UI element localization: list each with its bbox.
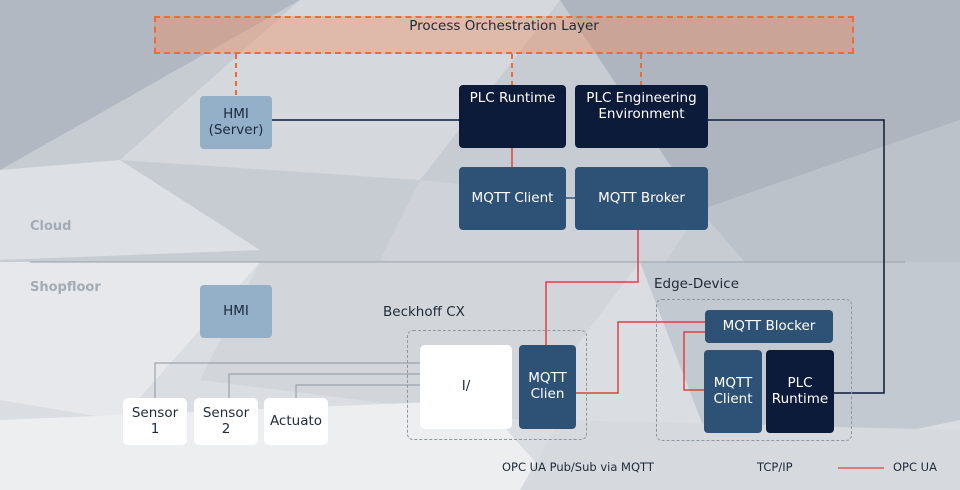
io-module-node[interactable]: I/: [420, 345, 512, 429]
zone-label-cloud: Cloud: [30, 219, 72, 234]
legend-opc-ua: OPC UA: [893, 460, 937, 474]
mqtt-broker-node[interactable]: MQTT Broker: [575, 167, 708, 230]
beckhoff-cx-label: Beckhoff CX: [383, 304, 465, 320]
zone-label-shopfloor: Shopfloor: [30, 280, 101, 295]
hmi-node[interactable]: HMI: [200, 285, 272, 338]
sensor-1-node[interactable]: Sensor 1: [123, 398, 187, 445]
plc-engineering-environment-node[interactable]: PLC Engineering Environment: [575, 85, 708, 148]
process-orchestration-title: Process Orchestration Layer: [409, 18, 599, 34]
edge-plc-runtime-node[interactable]: PLC Runtime: [766, 350, 834, 433]
beckhoff-mqtt-client-node[interactable]: MQTT Clien: [519, 345, 576, 429]
mqtt-blocker-node[interactable]: MQTT Blocker: [705, 310, 833, 343]
legend-tcp-ip: TCP/IP: [757, 460, 793, 474]
edge-device-label: Edge-Device: [654, 276, 740, 292]
actuator-node[interactable]: Actuato: [264, 398, 328, 445]
cloud-mqtt-client-node[interactable]: MQTT Client: [459, 167, 566, 230]
edge-mqtt-client-node[interactable]: MQTT Client: [704, 350, 762, 433]
edge-device-container: [656, 299, 852, 441]
hmi-server-node[interactable]: HMI (Server): [200, 96, 272, 149]
process-orchestration-layer: [154, 16, 854, 54]
plc-runtime-node[interactable]: PLC Runtime: [459, 85, 566, 148]
sensor-2-node[interactable]: Sensor 2: [194, 398, 258, 445]
beckhoff-cx-container: [407, 330, 587, 440]
legend-opc-ua-pubsub: OPC UA Pub/Sub via MQTT: [502, 460, 654, 474]
